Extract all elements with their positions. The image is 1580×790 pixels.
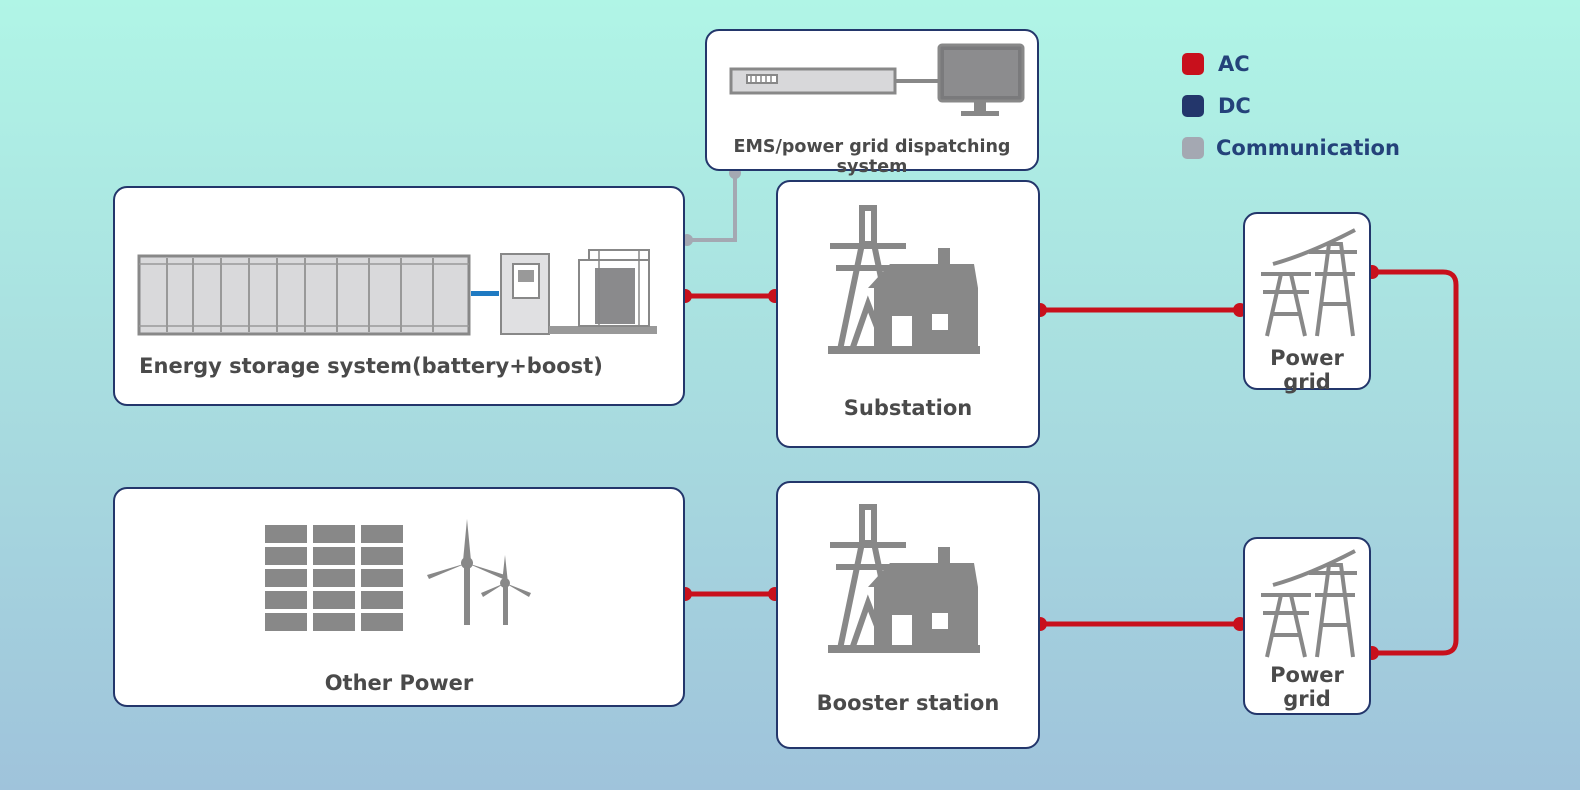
power-grid-tower-icon — [1261, 549, 1357, 658]
other-power-box[interactable]: Other Power — [113, 487, 685, 707]
power-grid-tower-icon — [1261, 228, 1357, 337]
booster-station-label: Booster station — [816, 691, 1000, 715]
battery-container-icon — [137, 254, 471, 336]
substation-icon — [828, 205, 980, 354]
ems-label: EMS/power grid dispatching system — [733, 137, 1011, 177]
substation-box[interactable]: Substation — [776, 180, 1040, 448]
legend-label-dc: DC — [1218, 94, 1251, 118]
legend-label-communication: Communication — [1216, 136, 1400, 160]
energy-storage-label: Energy storage system(battery+boost) — [139, 354, 603, 378]
legend-item-dc: DC — [1182, 94, 1251, 118]
power-grid-top-label: Power grid — [1270, 346, 1344, 394]
legend-swatch-ac — [1182, 53, 1204, 75]
legend-swatch-communication — [1182, 137, 1204, 159]
power-grid-bottom-box[interactable]: Power grid — [1243, 537, 1371, 715]
communication-wire — [688, 170, 737, 242]
wind-turbine-icon — [427, 519, 531, 625]
legend-item-communication: Communication — [1182, 136, 1400, 160]
power-grid-bottom-label: Power grid — [1270, 663, 1344, 711]
ems-controller-icon — [729, 43, 1025, 116]
power-grid-top-box[interactable]: Power grid — [1243, 212, 1371, 394]
dc-link-bar — [471, 291, 499, 296]
ac-wire-grid-loop — [1371, 269, 1459, 656]
energy-storage-box[interactable]: Energy storage system(battery+boost) — [113, 186, 685, 406]
booster-station-box[interactable]: Booster station — [776, 481, 1040, 749]
legend-label-ac: AC — [1218, 52, 1250, 76]
legend-swatch-dc — [1182, 95, 1204, 117]
other-power-label: Other Power — [324, 671, 474, 695]
pcs-boost-cabinet-icon — [500, 249, 657, 335]
booster-station-icon — [828, 504, 980, 653]
legend-item-ac: AC — [1182, 52, 1250, 76]
substation-label: Substation — [843, 396, 973, 420]
ems-box[interactable]: EMS/power grid dispatching system — [705, 29, 1039, 177]
solar-panel-icon — [265, 525, 403, 631]
